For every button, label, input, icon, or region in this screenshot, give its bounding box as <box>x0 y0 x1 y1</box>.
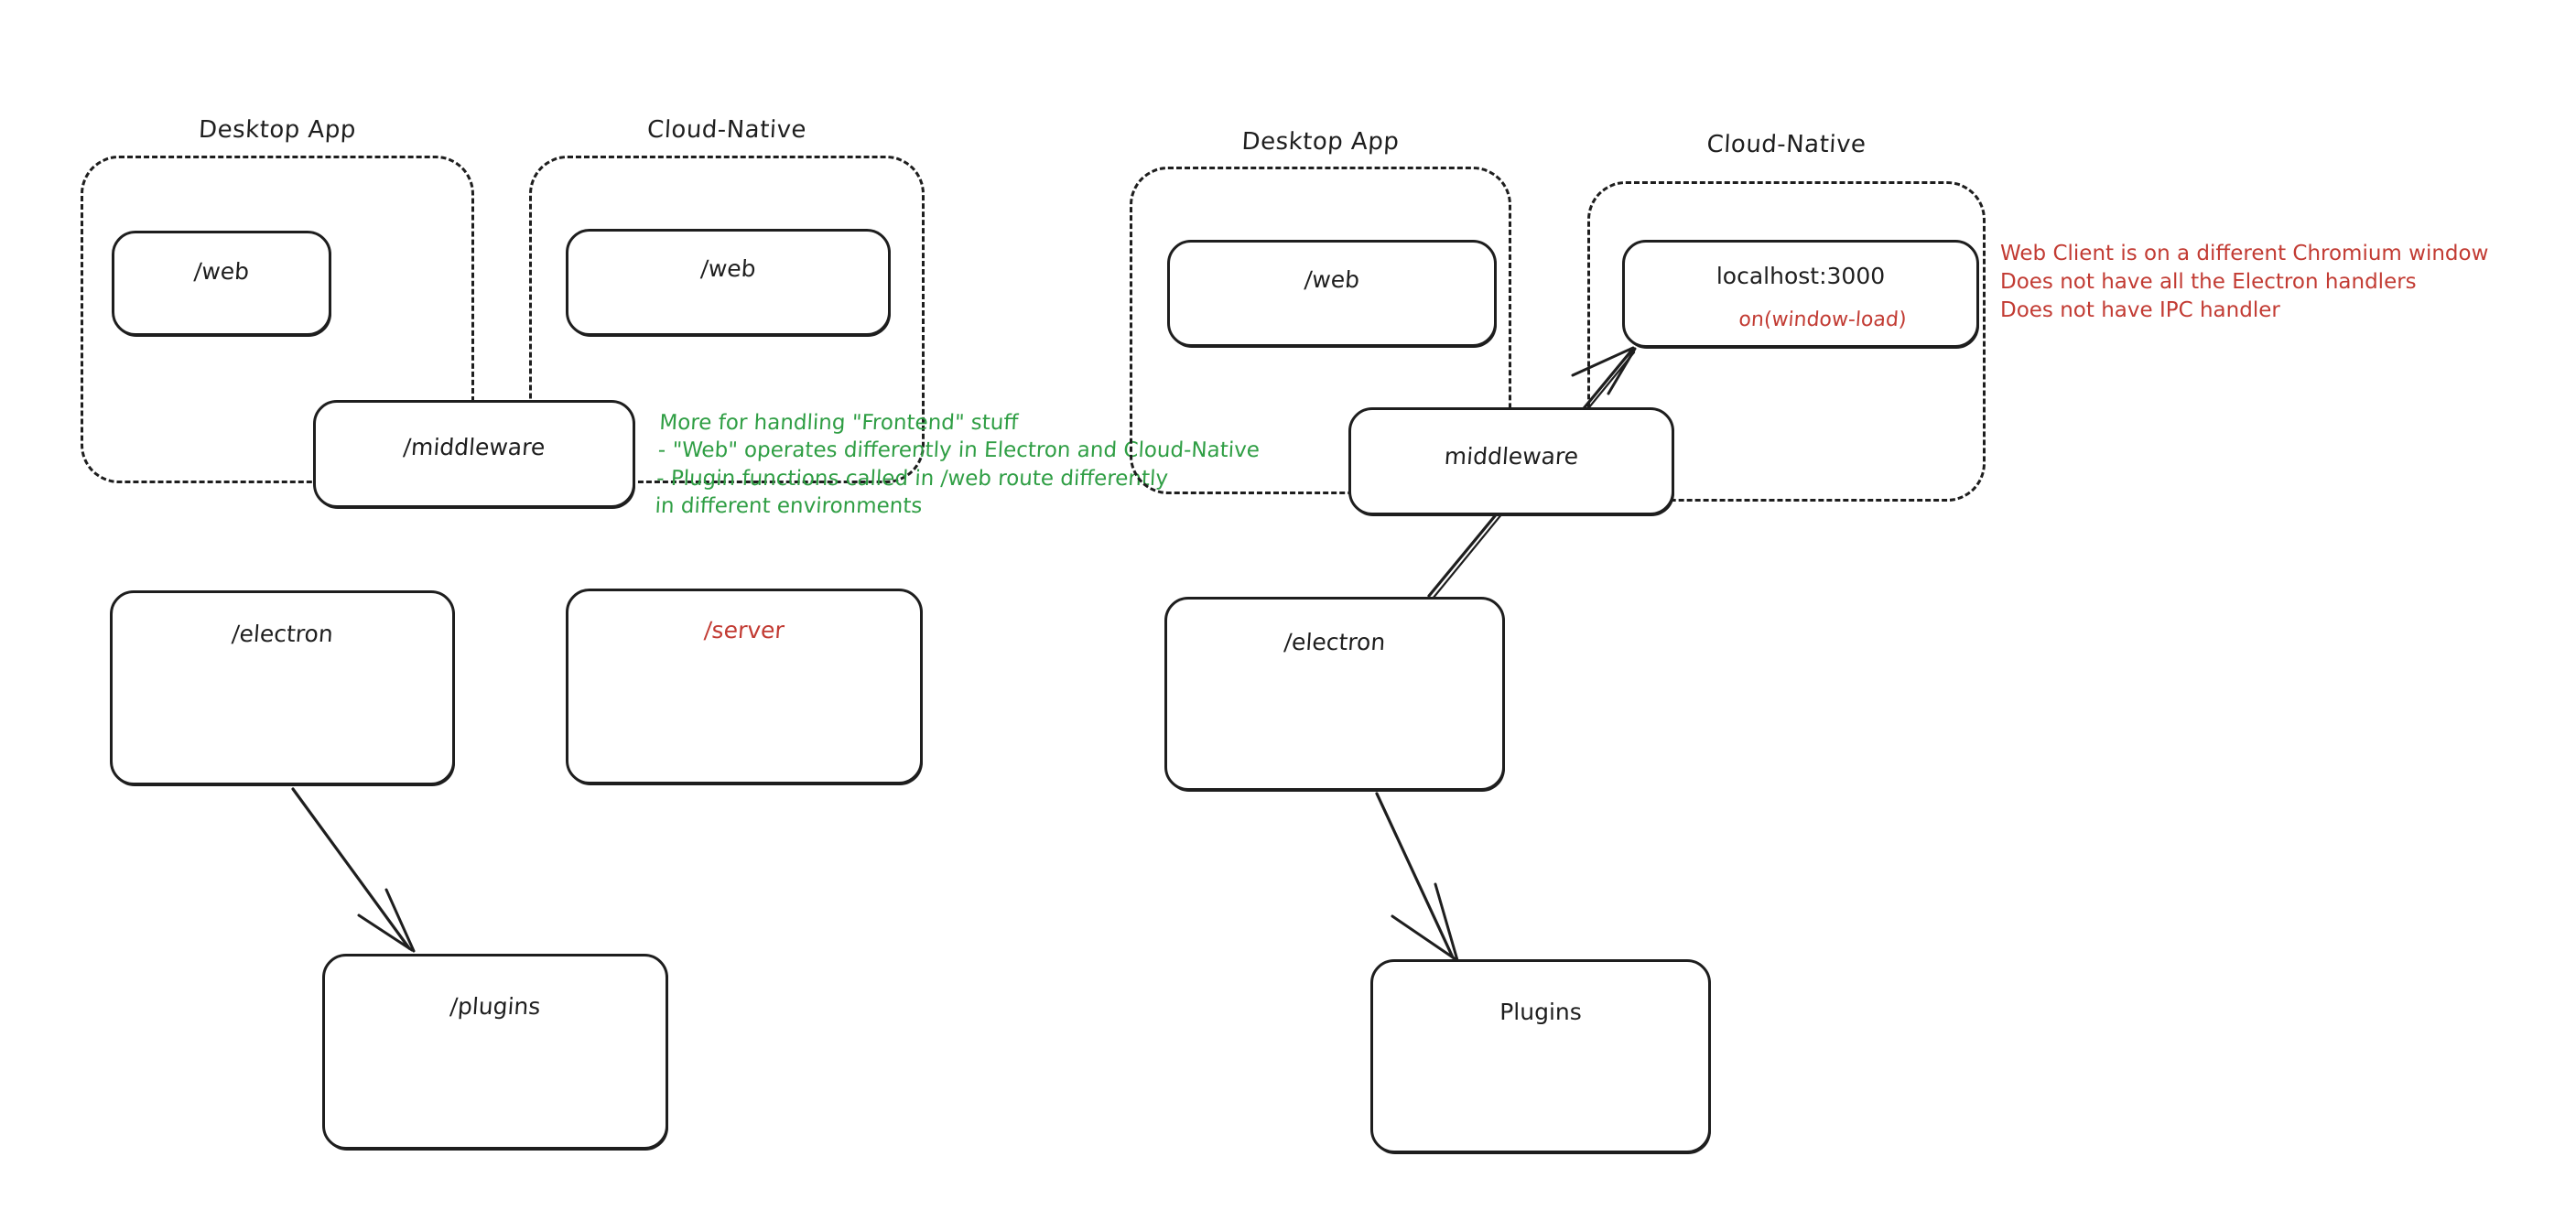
node-right-middleware[interactable]: middleware <box>1348 407 1674 515</box>
node-left-middleware-label: /middleware <box>402 434 547 460</box>
node-right-electron[interactable]: /electron <box>1164 597 1505 791</box>
node-right-plugins[interactable]: Plugins <box>1370 959 1711 1153</box>
node-right-localhost[interactable]: localhost:3000 on(window-load) <box>1622 240 1979 348</box>
node-right-desktop-web[interactable]: /web <box>1167 240 1497 347</box>
node-left-middleware[interactable]: /middleware <box>313 400 635 508</box>
group-label-left-cloud-native: Cloud-Native <box>646 116 807 144</box>
node-right-electron-label: /electron <box>1283 629 1387 655</box>
node-left-server-label: /server <box>703 617 785 643</box>
annotation-red-web-client: Web Client is on a different Chromium wi… <box>2000 242 2489 323</box>
node-left-electron-label: /electron <box>231 621 334 647</box>
node-left-server[interactable]: /server <box>566 589 923 784</box>
node-right-middleware-label: middleware <box>1443 443 1580 470</box>
group-label-right-desktop-app: Desktop App <box>1240 128 1401 156</box>
node-left-plugins[interactable]: /plugins <box>322 954 668 1150</box>
node-right-localhost-label: localhost:3000 <box>1716 263 1886 289</box>
group-label-left-desktop-app: Desktop App <box>198 116 357 144</box>
group-right-cloud-native <box>1587 181 1986 502</box>
node-left-cloud-web-label: /web <box>699 255 757 282</box>
node-left-desktop-web-label: /web <box>192 258 251 285</box>
node-right-localhost-sublabel: on(window-load) <box>1737 308 1908 331</box>
node-right-desktop-web-label: /web <box>1303 266 1361 293</box>
arrow-right-electron-to-plugins <box>1375 792 1459 962</box>
group-right-desktop-app <box>1130 167 1511 494</box>
node-left-cloud-web[interactable]: /web <box>566 229 891 336</box>
arrow-left-electron-to-plugins <box>291 787 416 953</box>
group-left-desktop-app <box>81 156 474 483</box>
node-left-desktop-web[interactable]: /web <box>112 231 331 336</box>
node-left-plugins-label: /plugins <box>449 993 542 1020</box>
group-left-cloud-native <box>529 156 925 483</box>
node-right-plugins-label: Plugins <box>1499 999 1582 1025</box>
node-left-electron[interactable]: /electron <box>110 590 455 785</box>
group-label-right-cloud-native: Cloud-Native <box>1705 131 1867 158</box>
